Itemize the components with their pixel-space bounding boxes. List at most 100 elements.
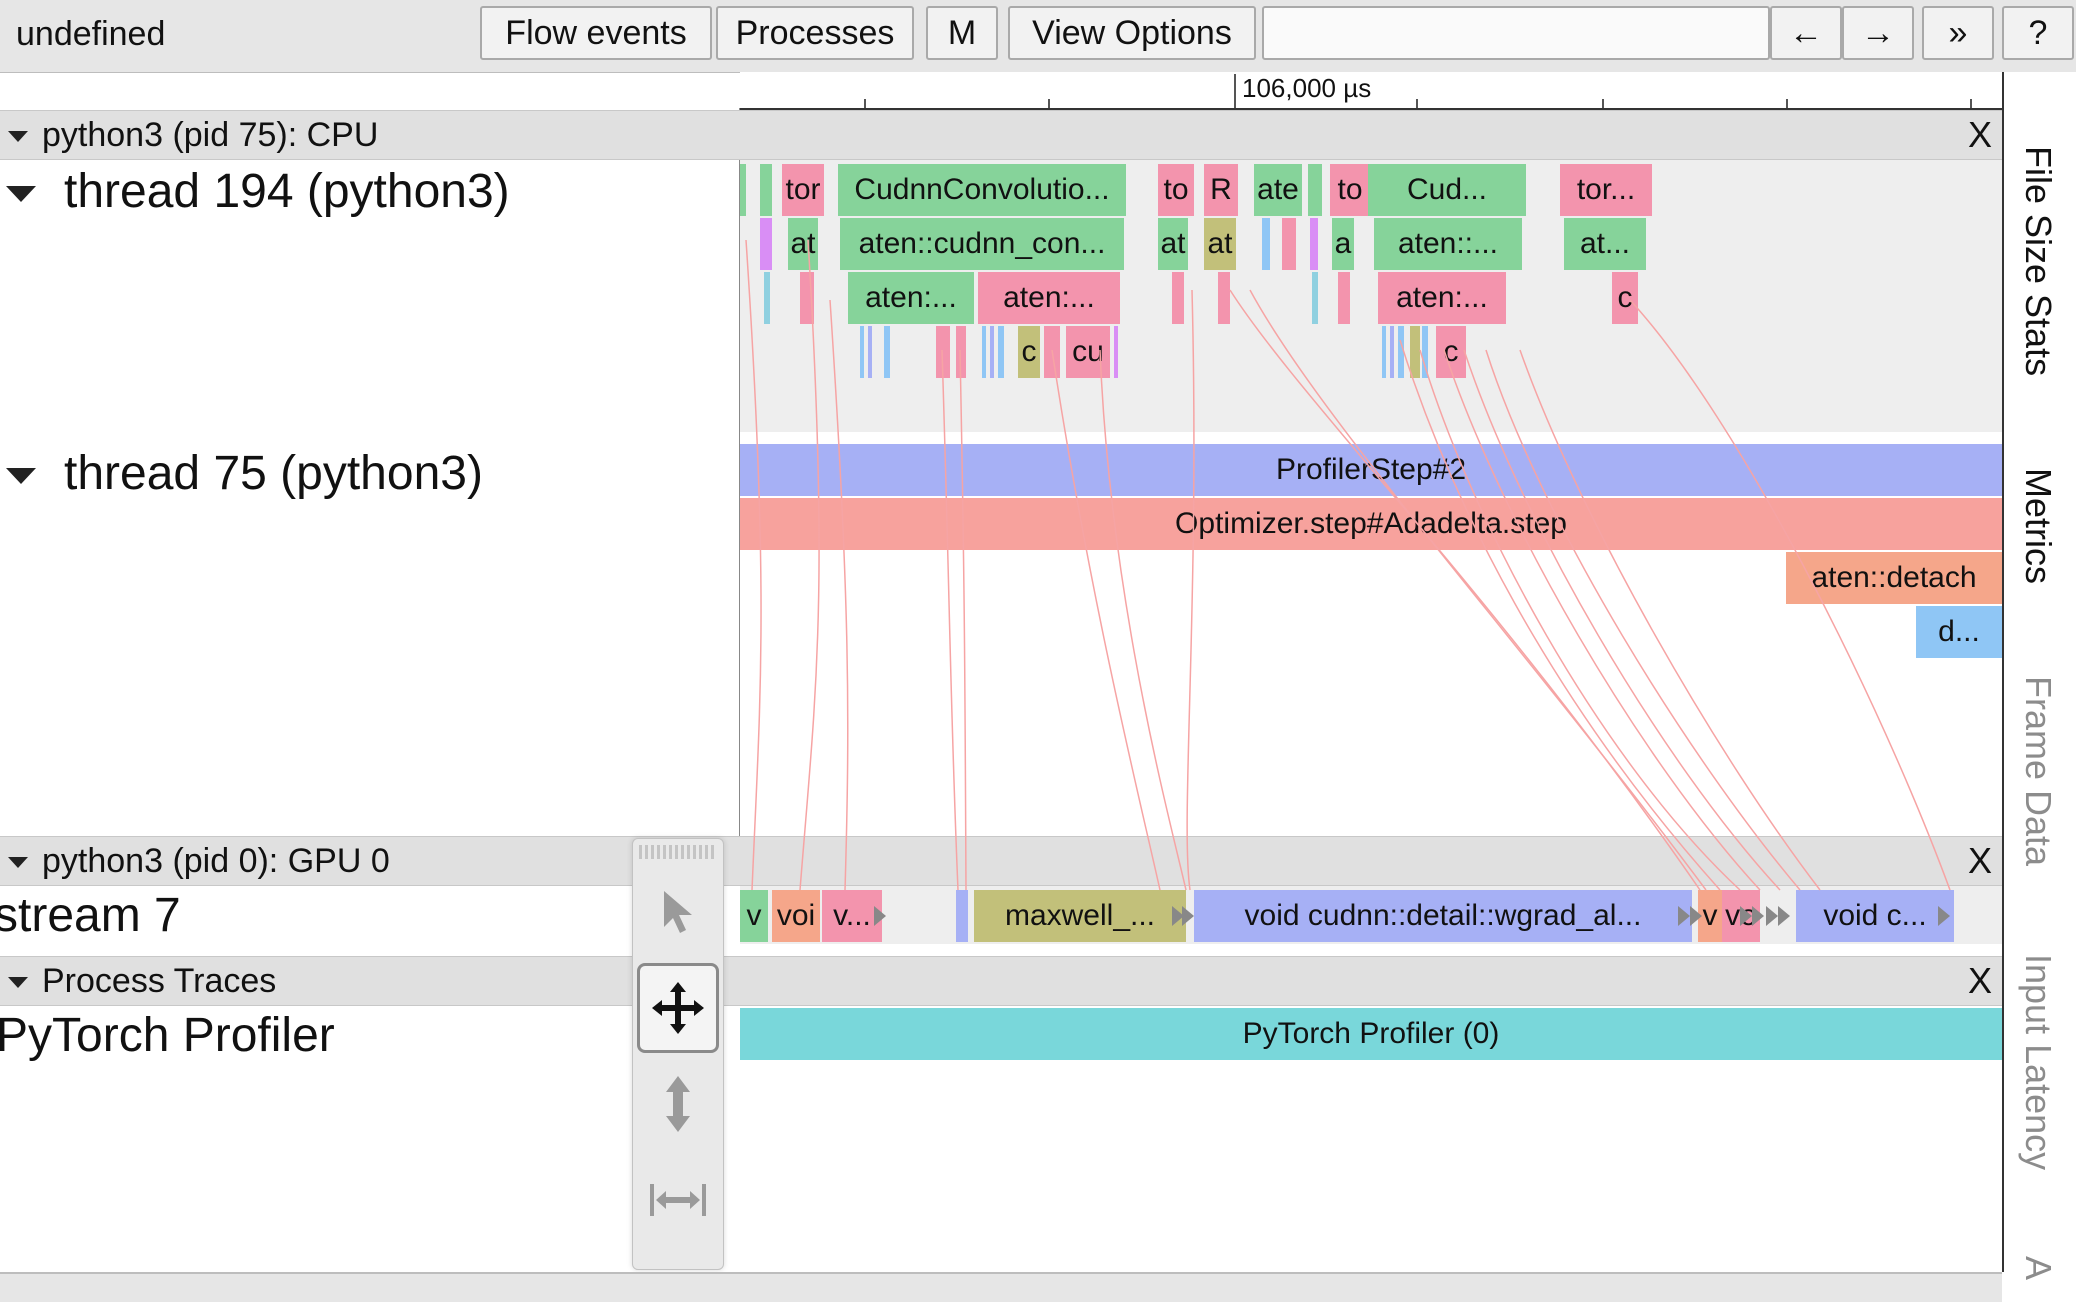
slice[interactable] <box>1172 272 1184 324</box>
tab-frame-data[interactable]: Frame Data <box>2018 676 2059 867</box>
timing-tool-icon[interactable] <box>637 1155 719 1245</box>
track-divider <box>739 108 740 838</box>
slice[interactable]: v <box>740 890 768 942</box>
slice[interactable] <box>990 326 994 378</box>
slice[interactable]: R <box>1204 164 1238 216</box>
search-input[interactable] <box>1262 6 1770 60</box>
slice[interactable]: maxwell_... <box>974 890 1186 942</box>
slice[interactable] <box>760 164 772 216</box>
tab-input-latency[interactable]: Input Latency <box>2018 954 2059 1171</box>
process-header-cpu[interactable]: python3 (pid 75): CPU X <box>0 110 2002 160</box>
ruler-tick <box>1048 99 1050 108</box>
slice[interactable] <box>956 890 968 942</box>
slice[interactable] <box>1338 272 1350 324</box>
view-options-button[interactable]: View Options <box>1008 6 1256 60</box>
slice[interactable] <box>1312 272 1318 324</box>
slice[interactable]: void c... <box>1796 890 1954 942</box>
close-process-button[interactable]: X <box>1967 960 1992 1001</box>
slice-pytorch-profiler[interactable]: PyTorch Profiler (0) <box>740 1008 2002 1060</box>
slice[interactable] <box>1044 326 1060 378</box>
prev-result-button[interactable]: ← <box>1770 6 1842 60</box>
help-button[interactable]: ? <box>2002 6 2074 60</box>
slice[interactable] <box>860 326 864 378</box>
slice[interactable]: Cud... <box>1368 164 1526 216</box>
collapse-triangle-icon[interactable] <box>8 131 28 142</box>
slice[interactable]: c <box>1018 326 1040 378</box>
slice[interactable]: a <box>1332 218 1354 270</box>
slice[interactable]: void cudnn::detail::wgrad_al... <box>1194 890 1692 942</box>
slice[interactable]: at <box>788 218 818 270</box>
slice[interactable]: aten::... <box>1374 218 1522 270</box>
slice[interactable]: v... <box>822 890 882 942</box>
slice[interactable]: ate <box>1254 164 1302 216</box>
right-sidebar: File Size Stats Metrics Frame Data Input… <box>2002 72 2076 1280</box>
slice[interactable]: cu <box>1066 326 1110 378</box>
slice[interactable]: tor... <box>1560 164 1652 216</box>
next-result-button[interactable]: → <box>1842 6 1914 60</box>
slice[interactable] <box>1218 272 1230 324</box>
slice[interactable]: aten:... <box>978 272 1120 324</box>
slice[interactable] <box>1410 326 1420 378</box>
slice[interactable]: at <box>1158 218 1188 270</box>
slice[interactable]: aten:... <box>848 272 974 324</box>
slice[interactable]: tor <box>782 164 824 216</box>
close-process-button[interactable]: X <box>1967 840 1992 881</box>
palette-drag-handle[interactable] <box>639 845 715 859</box>
slice[interactable] <box>1262 218 1270 270</box>
pointer-tool-icon[interactable] <box>637 867 719 957</box>
slice[interactable]: at... <box>1564 218 1646 270</box>
slice-optimizer-step[interactable]: Optimizer.step#Adadelta.step <box>740 498 2002 550</box>
collapse-triangle-icon[interactable] <box>6 468 36 484</box>
slice-aten-detach[interactable]: aten::detach <box>1786 552 2002 604</box>
slice[interactable]: c <box>1436 326 1466 378</box>
pan-tool-icon[interactable] <box>637 963 719 1053</box>
process-header-gpu[interactable]: python3 (pid 0): GPU 0 X <box>0 836 2002 886</box>
time-ruler[interactable]: 106,000 µs <box>740 72 2002 110</box>
collapse-triangle-icon[interactable] <box>6 186 36 202</box>
slice[interactable] <box>1114 326 1118 378</box>
slice[interactable]: at <box>1204 218 1236 270</box>
slice[interactable] <box>1382 326 1386 378</box>
slice[interactable]: aten::cudnn_con... <box>840 218 1124 270</box>
process-header-traces[interactable]: Process Traces X <box>0 956 2002 1006</box>
tab-more[interactable]: A <box>2018 1256 2059 1281</box>
slice[interactable] <box>1390 326 1394 378</box>
slice[interactable]: aten:... <box>1378 272 1506 324</box>
collapse-triangle-icon[interactable] <box>8 977 28 988</box>
slice[interactable] <box>1282 218 1296 270</box>
slice[interactable] <box>764 272 770 324</box>
m-button[interactable]: M <box>926 6 998 60</box>
flow-events-button[interactable]: Flow events <box>480 6 712 60</box>
slice[interactable] <box>982 326 986 378</box>
slice[interactable]: to <box>1330 164 1370 216</box>
slice[interactable] <box>936 326 950 378</box>
slice[interactable]: v <box>1698 890 1722 942</box>
slice[interactable] <box>740 164 746 216</box>
slice[interactable] <box>1308 164 1322 216</box>
slice-profiler-step[interactable]: ProfilerStep#2 <box>740 444 2002 496</box>
slice[interactable]: to <box>1158 164 1194 216</box>
zoom-tool-icon[interactable] <box>637 1059 719 1149</box>
slice[interactable]: CudnnConvolutio... <box>838 164 1126 216</box>
processes-button[interactable]: Processes <box>716 6 914 60</box>
slice[interactable]: vo <box>1722 890 1760 942</box>
slice[interactable] <box>956 326 966 378</box>
slice[interactable] <box>1422 326 1428 378</box>
tab-file-size-stats[interactable]: File Size Stats <box>2018 146 2059 377</box>
collapse-triangle-icon[interactable] <box>8 857 28 868</box>
slice[interactable]: d... <box>1916 606 2002 658</box>
slice[interactable] <box>1310 218 1318 270</box>
slice[interactable] <box>800 272 814 324</box>
slice[interactable]: c <box>1612 272 1638 324</box>
more-button[interactable]: » <box>1922 6 1994 60</box>
slice[interactable] <box>998 326 1004 378</box>
page-title: undefined <box>16 15 166 53</box>
bottom-scrollbar[interactable] <box>0 1272 2002 1302</box>
close-process-button[interactable]: X <box>1967 114 1992 155</box>
slice[interactable] <box>1398 326 1404 378</box>
slice[interactable] <box>760 218 772 270</box>
tab-metrics[interactable]: Metrics <box>2018 468 2059 584</box>
slice[interactable] <box>884 326 890 378</box>
slice[interactable] <box>868 326 872 378</box>
slice[interactable]: voi <box>772 890 820 942</box>
